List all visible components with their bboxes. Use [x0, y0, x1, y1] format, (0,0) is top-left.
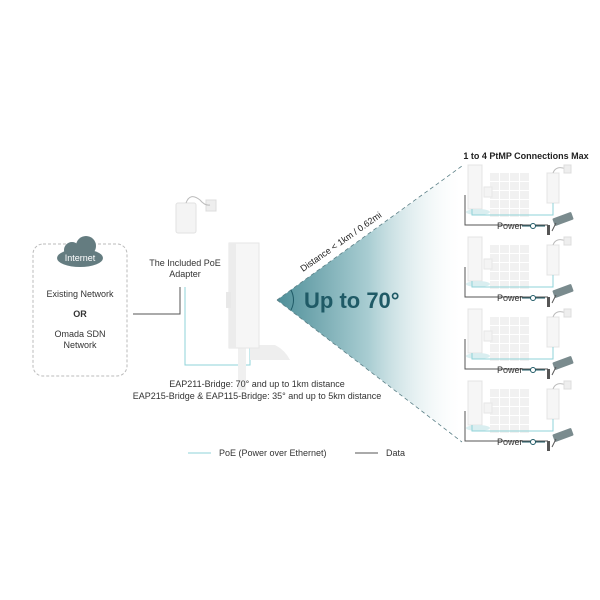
- client-power-label: Power: [497, 365, 523, 375]
- client-adapter-icon: [546, 308, 572, 348]
- angle-label: Up to 70°: [304, 288, 400, 313]
- building-icon: [490, 245, 529, 289]
- poe-adapter-label-1: The Included PoE: [149, 258, 221, 268]
- angle-arc: [290, 289, 294, 311]
- client-power-label: Power: [497, 221, 523, 231]
- omada-label-1: Omada SDN: [54, 329, 105, 339]
- client-poe-cable: [471, 203, 554, 216]
- client-poe-cable: [471, 347, 554, 360]
- existing-network-label: Existing Network: [46, 289, 114, 299]
- data-cable: [133, 287, 181, 315]
- client-data-cable: [464, 339, 548, 370]
- model-note-1: EAP211-Bridge: 70° and up to 1km distanc…: [169, 379, 345, 389]
- legend-poe-label: PoE (Power over Ethernet): [219, 448, 327, 458]
- ptmp-client: Power: [464, 308, 574, 379]
- coverage-cone: [277, 168, 460, 440]
- coverage-edge-top: [276, 165, 463, 301]
- ptmp-client: Power: [464, 164, 574, 235]
- client-adapter-icon: [546, 380, 572, 420]
- power-connector-icon: [530, 295, 536, 301]
- omada-label-2: Network: [63, 340, 97, 350]
- ptmp-client: Power: [464, 236, 574, 307]
- client-poe-cable: [471, 419, 554, 432]
- ptmp-client: Power: [464, 380, 574, 451]
- power-connector-icon: [530, 367, 536, 373]
- camera-icon: [547, 356, 574, 379]
- coverage-edge-bottom: [276, 299, 463, 443]
- client-adapter-icon: [546, 164, 572, 204]
- client-data-cable: [464, 195, 548, 226]
- client-power-label: Power: [497, 293, 523, 303]
- internet-label: Internet: [65, 253, 96, 263]
- client-poe-cable: [471, 275, 554, 288]
- building-icon: [490, 317, 529, 361]
- client-data-cable: [464, 267, 548, 298]
- client-ap-icon: [466, 164, 493, 215]
- ptmp-title: 1 to 4 PtMP Connections Max: [463, 151, 588, 161]
- legend-data-label: Data: [386, 448, 405, 458]
- client-adapter-icon: [546, 236, 572, 276]
- existing-network-box: Internet Existing Network OR Omada SDN N…: [32, 236, 128, 377]
- cloud-icon: [57, 236, 103, 267]
- building-icon: [490, 389, 529, 433]
- client-ap-icon: [466, 236, 493, 287]
- poe-adapter-icon: [175, 196, 217, 234]
- camera-icon: [547, 284, 574, 307]
- camera-icon: [547, 428, 574, 451]
- or-label: OR: [73, 309, 87, 319]
- building-icon: [490, 173, 529, 217]
- power-connector-icon: [530, 223, 536, 229]
- power-connector-icon: [530, 439, 536, 445]
- poe-adapter-label-2: Adapter: [169, 269, 201, 279]
- client-power-label: Power: [497, 437, 523, 447]
- access-point-icon: [226, 242, 290, 390]
- client-data-cable: [464, 411, 548, 442]
- client-ap-icon: [466, 380, 493, 431]
- camera-icon: [547, 212, 574, 235]
- client-ap-icon: [466, 308, 493, 359]
- model-note-2: EAP215-Bridge & EAP115-Bridge: 35° and u…: [133, 391, 382, 401]
